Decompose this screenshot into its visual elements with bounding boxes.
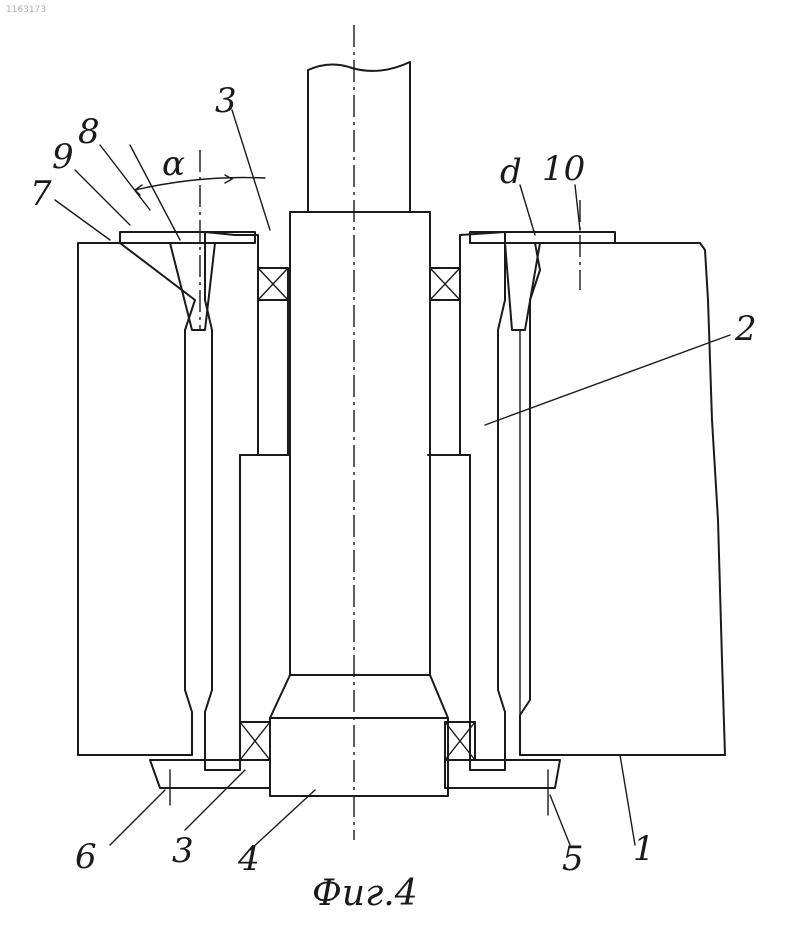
left-gap-line-inner xyxy=(205,330,212,755)
angle-label: α xyxy=(162,144,185,184)
label-1: 1 xyxy=(633,829,655,869)
label-5: 5 xyxy=(562,839,584,879)
left-gap-line xyxy=(185,330,192,755)
label-10: 10 xyxy=(542,149,585,189)
shaft-head-4 xyxy=(270,718,448,796)
top-left-bearing xyxy=(258,268,288,300)
label-3-bottom: 3 xyxy=(172,831,194,871)
top-right-bearing xyxy=(430,268,460,300)
label-9: 9 xyxy=(52,137,74,177)
label-7: 7 xyxy=(30,174,52,214)
label-4: 4 xyxy=(237,839,260,879)
leader-lines xyxy=(55,110,730,850)
right-gap-line-inner xyxy=(498,330,505,712)
figure-caption: Фиг.4 xyxy=(312,873,418,914)
outer-body-1 xyxy=(78,232,725,755)
angle-arrow-left xyxy=(135,185,142,195)
left-spacer-sleeve xyxy=(258,300,288,455)
label-8: 8 xyxy=(78,112,100,152)
label-2: 2 xyxy=(734,309,757,349)
inner-sleeve-2 xyxy=(120,232,615,788)
label-3-top: 3 xyxy=(215,81,237,121)
label-d: d xyxy=(500,152,522,192)
corner-stamp: 1163173 xyxy=(6,5,46,15)
bottom-left-bearing xyxy=(240,722,270,760)
label-6: 6 xyxy=(75,837,97,877)
shaft xyxy=(270,62,448,718)
right-spacer-sleeve xyxy=(430,300,460,455)
angle-arrow-right xyxy=(225,175,232,183)
